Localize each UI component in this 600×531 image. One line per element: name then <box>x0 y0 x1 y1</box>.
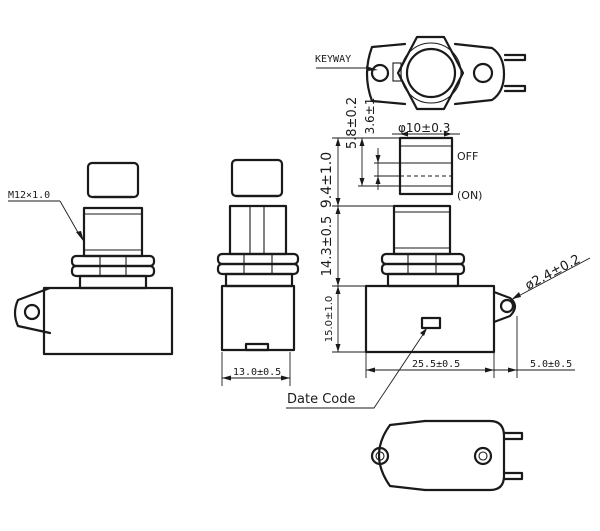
top-view: KEYWAY <box>315 35 527 111</box>
state-off-label: OFF <box>457 150 478 163</box>
body-width-dim: 25.5±0.5 <box>412 359 460 370</box>
side-view: 13.0±0.5 <box>216 158 300 386</box>
total-height-dim: 9.4±1.0 <box>319 152 335 208</box>
body-height-dim: 15.0±1.0 <box>324 296 335 343</box>
keyway-label: KEYWAY <box>315 54 351 65</box>
lug-offset-dim: 5.0±0.5 <box>530 359 572 370</box>
state-on-label: (ON) <box>457 189 482 202</box>
thread-label: M12×1.0 <box>8 190 50 201</box>
mount-hole-dim: ø2.4±0.2 <box>523 252 583 294</box>
plunger-on-dim: 3.6±1 <box>363 98 377 135</box>
bottom-view <box>370 419 524 492</box>
plunger-diameter-dim: φ10±0.3 <box>398 121 450 135</box>
date-code-label: Date Code <box>287 392 356 407</box>
side-width-dim: 13.0±0.5 <box>233 367 281 378</box>
detail-view: OFF (ON) φ10±0.3 9.4±1.0 5.8±0.2 3 <box>286 97 591 409</box>
front-view: M12×1.0 <box>8 161 174 356</box>
bushing-height-dim: 14.3±0.5 <box>320 216 335 277</box>
plunger-travel-dim: 5.8±0.2 <box>345 97 360 149</box>
